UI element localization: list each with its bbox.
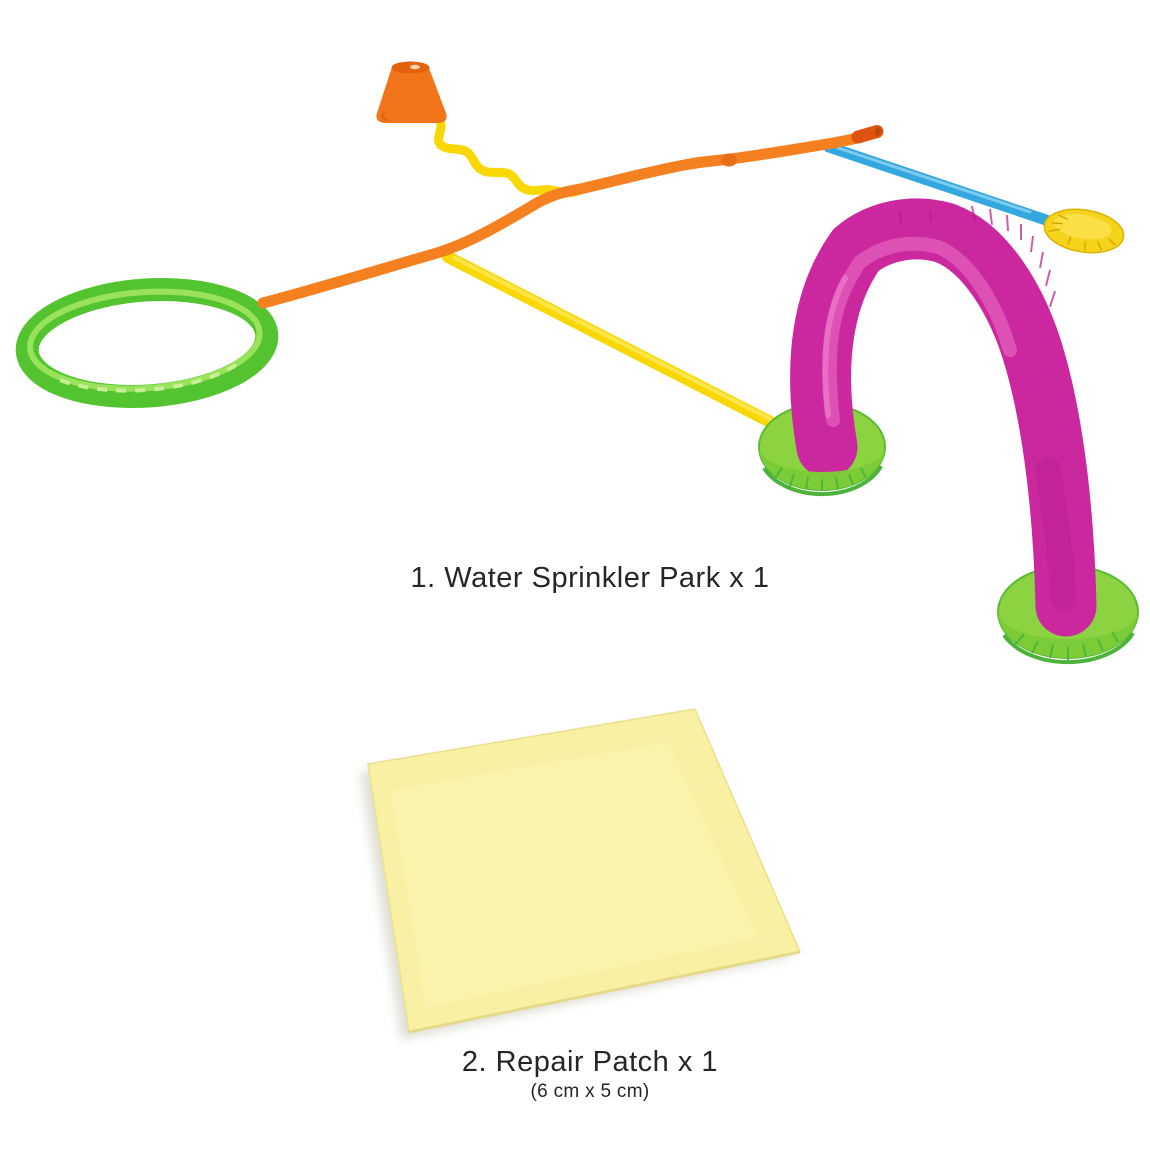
repair-patch-figure [360,708,802,1040]
orange-tube [257,125,884,309]
item-1-label: 1. Water Sprinkler Park x 1 [410,562,770,594]
spray-nozzle-tip [851,125,884,144]
arch-base-right-front [998,612,1138,665]
arch-sheen [822,275,848,418]
disc-highlight [1053,214,1112,240]
cone-shade [381,111,388,122]
arch-highlight [822,236,1017,427]
disc-creases [1048,214,1116,251]
nozzle-opening [874,127,882,136]
yellow-straight-tube [442,251,794,437]
arch-base-left-front [759,447,885,497]
arch-shade [1035,457,1076,611]
orange-cone-sprayer [376,61,447,123]
ring-highlight [27,288,263,392]
item-2-label: 2. Repair Patch x 1 [461,1046,719,1078]
base-creases [1014,631,1119,660]
cone-glint [410,64,420,70]
patch-edge [408,950,801,1034]
green-ring [15,277,279,409]
yellow-disc-float [1043,208,1125,254]
water-sprinkler-park-figure [15,61,1139,665]
item-2-size-note: (6 cm x 5 cm) [530,1081,650,1102]
ring-texture [59,362,239,393]
blue-tube [823,141,1052,226]
tube-sheen [453,256,772,421]
arch-creases [899,205,1056,308]
patch-sheen [390,742,758,1008]
base-creases [774,467,867,491]
tube-connector [721,153,737,167]
pink-sprinkler-arch [790,198,1097,637]
tube-sheen [836,146,1032,214]
